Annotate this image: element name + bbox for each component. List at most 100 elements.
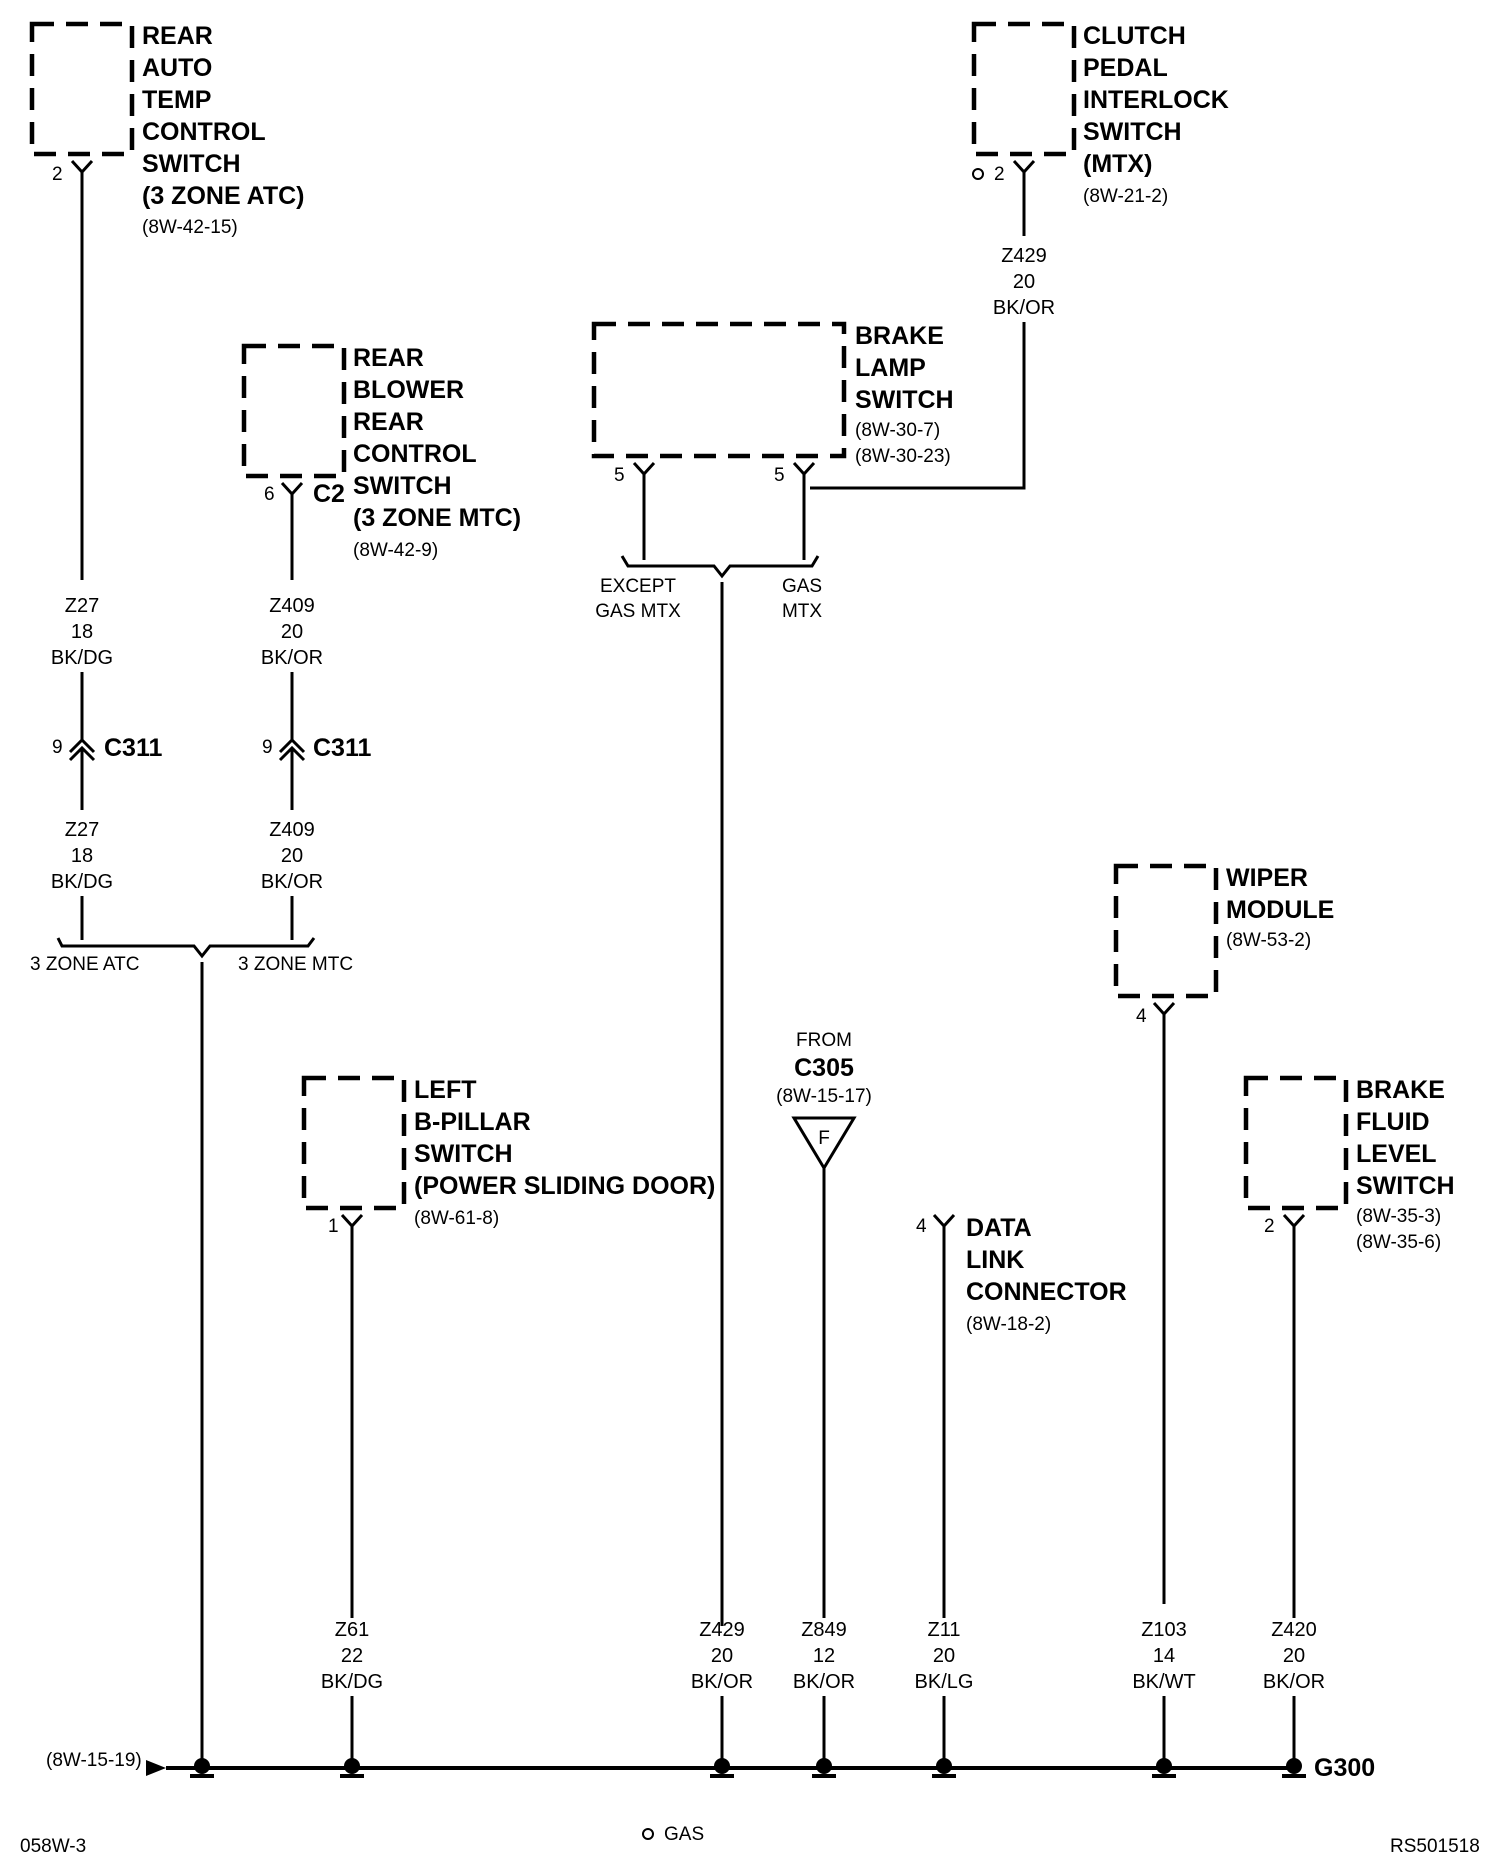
wire-z849-color: BK/OR: [793, 1671, 855, 1693]
wire-z429-clutch-gauge: 20: [1013, 271, 1035, 293]
left-b-pillar-switch: LEFT B-PILLAR SWITCH (POWER SLIDING DOOR…: [301, 1075, 715, 1237]
wiper-module-ref: (8W-53-2): [1226, 930, 1311, 951]
male-terminal-icon: [278, 737, 306, 754]
wire-z429-bottom-circuit: Z429: [699, 1619, 745, 1641]
female-terminal-icon: [340, 1213, 364, 1229]
rear-auto-temp-ref: (8W-42-15): [142, 217, 238, 238]
splice-dot-icon: [932, 1758, 956, 1778]
brake-fluid-ref-2: (8W-35-6): [1356, 1232, 1441, 1253]
data-link-ref: (8W-18-2): [966, 1314, 1051, 1335]
wire-z27-lower-color: BK/DG: [51, 871, 113, 893]
brake-fluid-name-2: FLUID: [1356, 1108, 1430, 1136]
left-b-pillar-box: [301, 1075, 407, 1211]
gas-legend-dot-icon: [642, 1828, 654, 1840]
wiper-module-pin: 4: [1136, 1006, 1147, 1027]
wire-z11-gauge: 20: [933, 1645, 955, 1667]
gas-option-dot-icon: [972, 168, 984, 180]
brake-lamp-pin-left: 5: [614, 465, 625, 486]
rear-auto-temp-control-switch: REAR AUTO TEMP CONTROL SWITCH (3 ZONE AT…: [29, 21, 305, 238]
clutch-pedal-name-1: CLUTCH: [1083, 22, 1186, 50]
brake-lamp-name-1: BRAKE: [855, 322, 944, 350]
connector-triangle-icon: [791, 1116, 857, 1171]
wire-z409-upper-color: BK/OR: [261, 647, 323, 669]
splice-brace: [56, 937, 316, 959]
left-b-pillar-ref: (8W-61-8): [414, 1208, 499, 1229]
female-terminal-icon: [792, 461, 816, 477]
splice-except-2: GAS MTX: [595, 601, 681, 622]
rear-auto-temp-name-5: SWITCH: [142, 150, 241, 178]
left-b-pillar-name-2: B-PILLAR: [414, 1108, 531, 1136]
connector-c311-right: 9 C311: [262, 734, 371, 762]
wire-z429-clutch-color: BK/OR: [993, 297, 1055, 319]
splice-dot-icon: [1152, 1758, 1176, 1778]
rear-blower-pin: 6: [264, 484, 275, 505]
data-link-name-2: LINK: [966, 1246, 1024, 1274]
wire-label-z429-clutch: Z429 20 BK/OR: [993, 245, 1055, 319]
from-c305-connector: C305: [794, 1054, 854, 1082]
female-terminal-icon: [932, 1213, 956, 1229]
wire-z103-circuit: Z103: [1141, 1619, 1187, 1641]
brake-fluid-ref-1: (8W-35-3): [1356, 1206, 1441, 1227]
c311-left-label: C311: [104, 734, 162, 762]
wire-z27-lower-gauge: 18: [71, 845, 93, 867]
brake-lamp-box: [591, 321, 847, 459]
brake-fluid-name-3: LEVEL: [1356, 1140, 1437, 1168]
wire-z409-upper-circuit: Z409: [269, 595, 315, 617]
wire-z27-upper-circuit: Z27: [65, 595, 99, 617]
left-b-pillar-name-1: LEFT: [414, 1076, 477, 1104]
splice-dot-icon: [340, 1758, 364, 1778]
female-terminal-icon: [1012, 159, 1036, 175]
wire-label-z27-upper: Z27 18 BK/DG: [51, 595, 113, 669]
wire-z420-gauge: 20: [1283, 1645, 1305, 1667]
rear-auto-temp-pin: 2: [52, 164, 63, 185]
wire-z11-circuit: Z11: [928, 1619, 961, 1641]
wire-label-z27-lower: Z27 18 BK/DG: [51, 819, 113, 893]
wire-z103-color: BK/WT: [1132, 1671, 1195, 1693]
brake-lamp-name-2: LAMP: [855, 354, 926, 382]
wire-clutch-to-brake: [810, 322, 1026, 490]
wiper-module-box: [1113, 863, 1219, 999]
brake-fluid-level-switch: BRAKE FLUID LEVEL SWITCH (8W-35-3) (8W-3…: [1243, 1075, 1455, 1253]
splice-gas-2: MTX: [782, 601, 822, 622]
rear-auto-temp-box: [29, 21, 135, 157]
footer-left: 058W-3: [20, 1836, 86, 1857]
female-terminal-icon: [632, 461, 656, 477]
wire-label-z11: Z11 20 BK/LG: [915, 1619, 974, 1693]
footer: 058W-3 GAS RS501518: [20, 1824, 1480, 1857]
splice-dot-icon: [710, 1758, 734, 1778]
wire-z849-gauge: 12: [813, 1645, 835, 1667]
wire-z429-clutch-circuit: Z429: [1001, 245, 1047, 267]
rear-blower-name-1: REAR: [353, 344, 424, 372]
rear-blower-connector: C2: [313, 480, 345, 508]
wire-label-z409-lower: Z409 20 BK/OR: [261, 819, 323, 893]
wire-z409-lower-color: BK/OR: [261, 871, 323, 893]
rear-blower-name-6: (3 ZONE MTC): [353, 504, 521, 532]
brake-lamp-pin-right: 5: [774, 465, 785, 486]
wire-z420-circuit: Z420: [1271, 1619, 1317, 1641]
from-c305-from: FROM: [796, 1030, 852, 1051]
rear-auto-temp-name-2: AUTO: [142, 54, 212, 82]
brake-fluid-name-1: BRAKE: [1356, 1076, 1445, 1104]
wire-z27-lower-circuit: Z27: [65, 819, 99, 841]
wire-z61-gauge: 22: [341, 1645, 363, 1667]
brake-lamp-switch: BRAKE LAMP SWITCH (8W-30-7) (8W-30-23) 5…: [591, 321, 954, 486]
rear-blower-name-2: BLOWER: [353, 376, 464, 404]
brake-lamp-ref-2: (8W-30-23): [855, 446, 951, 467]
splice-gas-1: GAS: [782, 576, 822, 597]
c311-left-pin: 9: [52, 737, 63, 758]
connector-c311-left: 9 C311: [52, 734, 162, 762]
data-link-name-3: CONNECTOR: [966, 1278, 1127, 1306]
rear-blower-name-3: REAR: [353, 408, 424, 436]
brake-fluid-name-4: SWITCH: [1356, 1172, 1455, 1200]
splice-except-1: EXCEPT: [600, 576, 676, 597]
wire-label-z849: Z849 12 BK/OR: [793, 1619, 855, 1693]
clutch-pedal-name-5: (MTX): [1083, 150, 1152, 178]
wire-label-z103: Z103 14 BK/WT: [1132, 1619, 1195, 1693]
wire-z27-upper-color: BK/DG: [51, 647, 113, 669]
footer-right: RS501518: [1390, 1836, 1480, 1857]
rear-blower-name-4: CONTROL: [353, 440, 477, 468]
rear-blower-name-5: SWITCH: [353, 472, 452, 500]
clutch-pedal-box: [971, 21, 1077, 157]
wire-label-z420: Z420 20 BK/OR: [1263, 1619, 1325, 1693]
